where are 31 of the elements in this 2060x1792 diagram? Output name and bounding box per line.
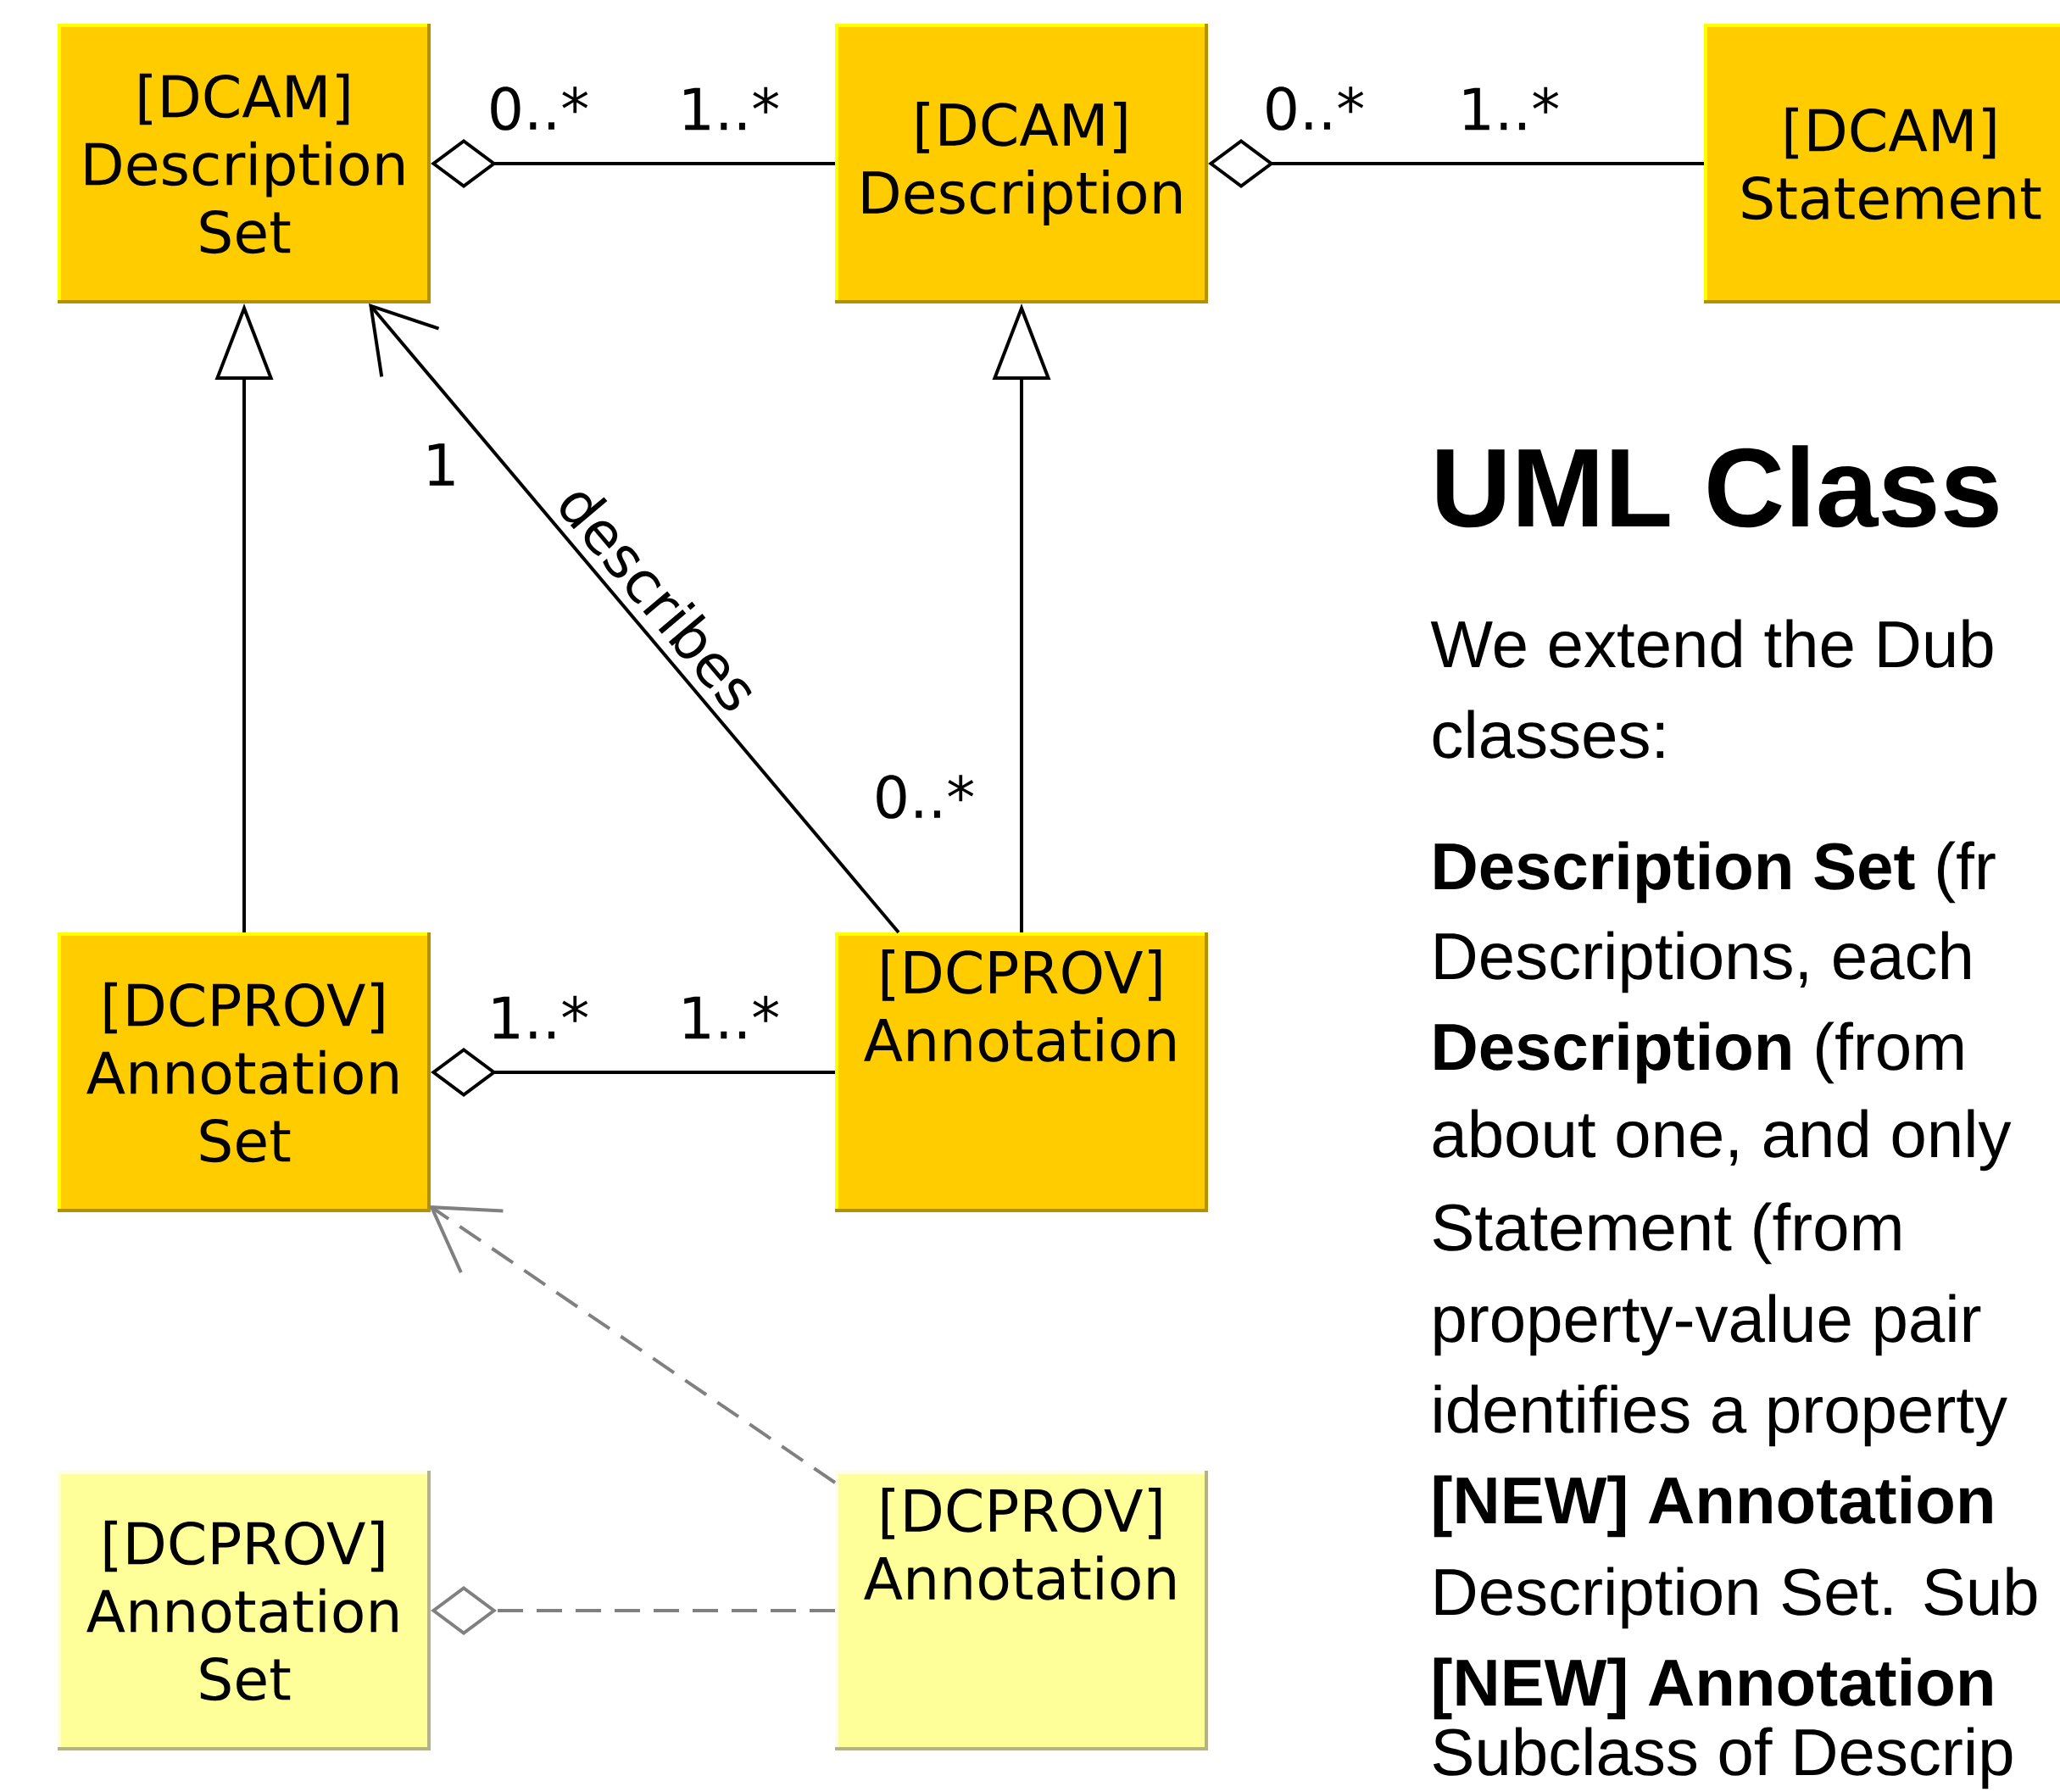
multiplicity-label: 0..* (877, 775, 974, 819)
text-line: [NEW] Annotation (1434, 1657, 1992, 1720)
multiplicity-label: 1..* (684, 995, 779, 1039)
class-box: [DCAM] Description (835, 24, 1208, 303)
multiplicity-label: 0..* (1267, 86, 1364, 131)
text-line: about one, and only (1433, 1109, 2012, 1171)
multiplicity-label: 1..* (493, 995, 588, 1039)
text-line: Descriptions, each (1435, 931, 1970, 993)
text-line: Description (from (1434, 1021, 1963, 1084)
class-box: [DCAM] Description Set (58, 24, 431, 303)
class-box: [DCPROV] Annotation (835, 1471, 1208, 1750)
multiplicity-label: 0..* (491, 86, 588, 131)
class-box: [DCAM] Statement (1704, 24, 2060, 303)
class-box: [DCPROV] Annotation Set (58, 932, 431, 1212)
text-line: classes: (1433, 710, 1663, 759)
class-box: [DCPROV] Annotation Set (58, 1471, 431, 1750)
text-line: Description Set (fr (1434, 841, 1996, 904)
heading: UML Class (1437, 445, 1998, 528)
text-line: identifies a property (1434, 1384, 2007, 1447)
class-box: [DCPROV] Annotation (835, 932, 1208, 1212)
text-line: We extend the Dub (1430, 619, 1993, 668)
multiplicity-label: 1..* (1464, 86, 1559, 131)
text-line: [NEW] Annotation (1434, 1475, 1992, 1538)
arrow (429, 1205, 837, 1484)
text-line: Statement (from (1433, 1202, 1901, 1265)
arrow (369, 303, 900, 934)
multiplicity-label: 1..* (684, 86, 779, 131)
text-line: property-value pair (1434, 1294, 1981, 1356)
multiplicity-label: 1 (428, 443, 454, 486)
text-line: Description Set. Sub (1435, 1567, 2037, 1629)
text-line: Subclass of Descrip (1433, 1727, 2013, 1789)
